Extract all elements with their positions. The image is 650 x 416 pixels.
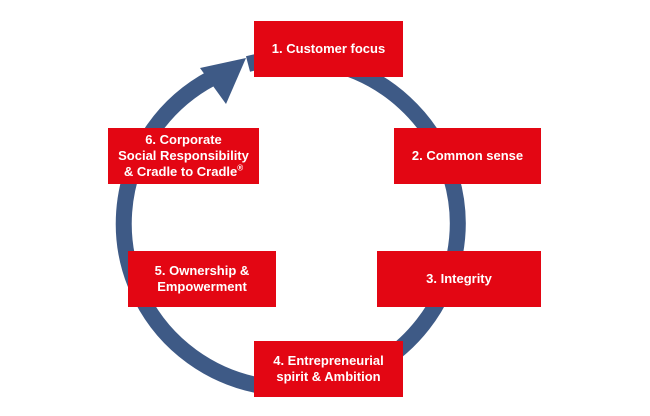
step-ownership-empowerment: 5. Ownership & Empowerment [128,251,276,307]
step-common-sense: 2. Common sense [394,128,541,184]
registered-mark: ® [237,163,244,173]
step-label: 3. Integrity [426,271,492,286]
step-label: 5. Ownership & Empowerment [154,263,250,294]
arrow-head-icon [200,58,246,104]
step-entrepreneurial-spirit: 4. Entrepreneurial spirit & Ambition [254,341,403,397]
step-label: 4. Entrepreneurial spirit & Ambition [273,353,384,384]
step-integrity: 3. Integrity [377,251,541,307]
step-label: 1. Customer focus [271,41,386,56]
step-label-text: 6. Corporate Social Responsibility & Cra… [118,132,249,179]
step-corporate-social-responsibility: 6. Corporate Social Responsibility & Cra… [108,128,259,184]
step-label: 2. Common sense [411,148,524,163]
step-label: 6. Corporate Social Responsibility & Cra… [118,132,249,180]
cycle-ring-arc [115,50,466,397]
step-customer-focus: 1. Customer focus [254,21,403,77]
